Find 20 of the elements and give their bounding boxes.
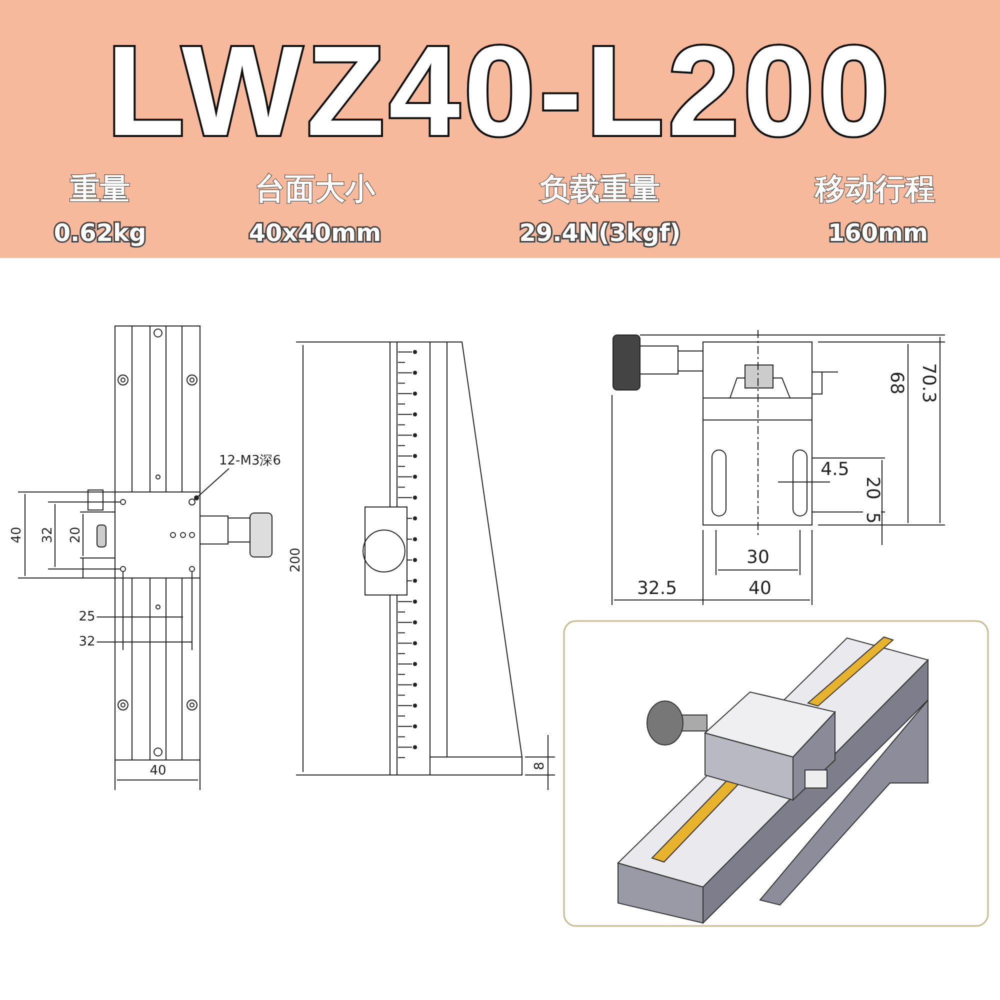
spec-value: 29.4N(3kgf) [519,221,681,245]
spec-heading: 负载重量 [540,175,660,205]
dimension-label: 8 [534,760,546,772]
dimension-label: 32 [78,636,96,648]
spec-value: 40x40mm [248,221,382,245]
spec-value: 0.62kg [54,221,146,245]
spec-heading: 移动行程 [815,175,935,205]
dimension-label: 20 [70,526,82,544]
spec-heading: 台面大小 [255,175,375,205]
spec-value: 160mm [828,221,928,245]
dimension-label: 40 [148,764,168,778]
dimension-label: 40 [10,526,24,544]
callout-label: 12-M3深6 [219,454,281,468]
dimension-label: 32 [42,526,54,544]
spec-heading: 重量 [70,175,130,205]
leader-line [194,468,230,500]
dimension-label: 5 [863,511,881,525]
dimension-label: 200 [290,546,302,574]
dimension-label: 25 [78,610,96,624]
title: LWZ40-L200 [106,28,894,156]
